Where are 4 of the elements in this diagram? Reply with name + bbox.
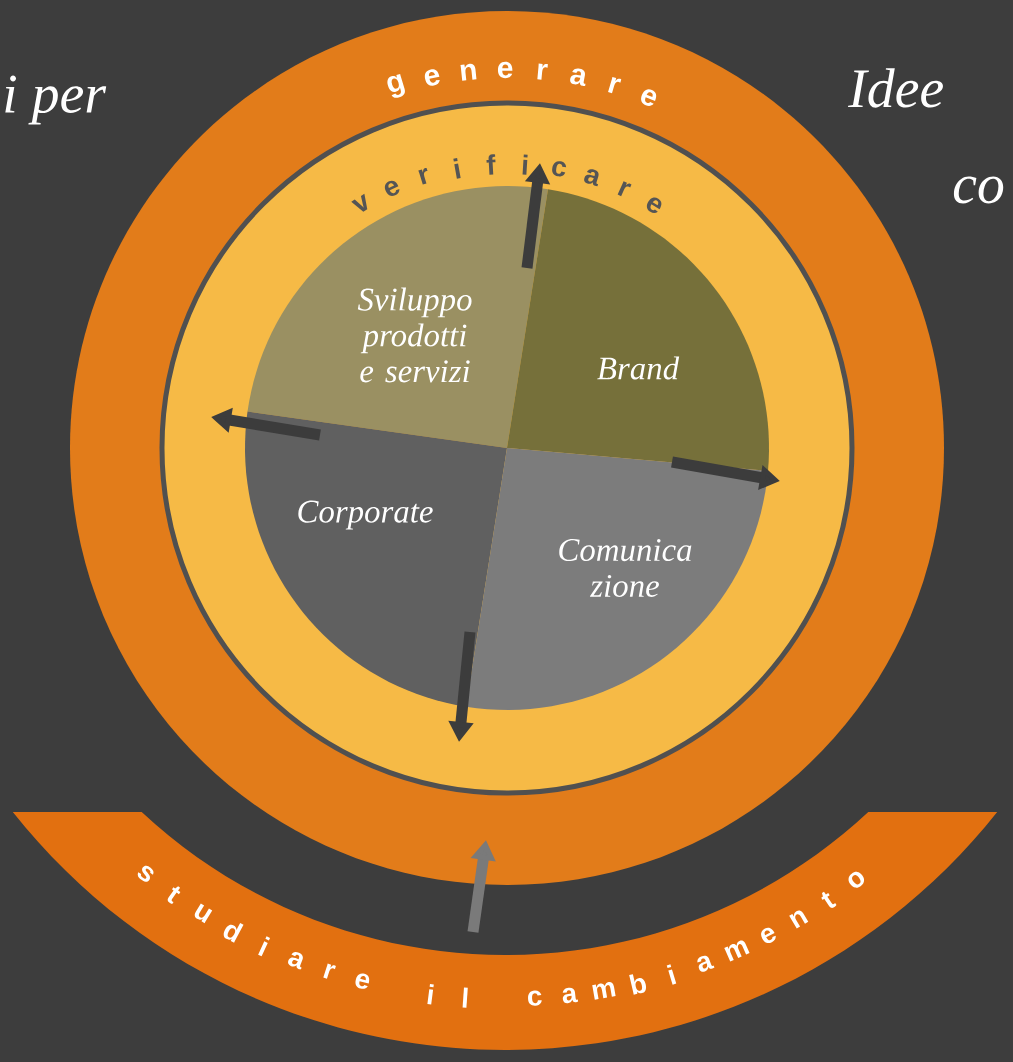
handwritten-text: co bbox=[953, 176, 1004, 204]
quadrant: Corporate bbox=[245, 411, 507, 707]
curved-band: studiare il cambiamento bbox=[12, 812, 998, 1050]
quadrant: Comunica zione bbox=[466, 448, 768, 710]
